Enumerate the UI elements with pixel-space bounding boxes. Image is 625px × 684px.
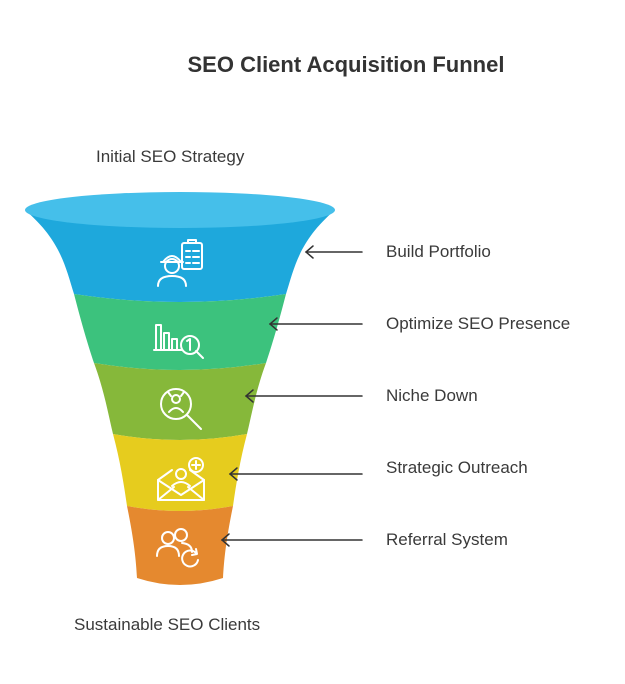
- diagram-title: SEO Client Acquisition Funnel: [187, 52, 505, 77]
- target-search-icon: [160, 388, 202, 430]
- stage-arrows: [220, 245, 363, 547]
- arrow-stage-4: [228, 467, 363, 481]
- stage-label-build-portfolio: Build Portfolio: [386, 242, 491, 261]
- chart-magnifier-icon: [153, 324, 204, 359]
- funnel-stage-1-rim: [25, 192, 335, 228]
- stage-label-optimize-seo-presence: Optimize SEO Presence: [386, 314, 571, 333]
- users-refresh-icon: [156, 528, 199, 568]
- funnel-stage-2: [74, 294, 286, 370]
- arrow-stage-5: [220, 533, 363, 547]
- funnel-stage-4-shape: [113, 434, 247, 511]
- stage-label-niche-down: Niche Down: [386, 386, 478, 405]
- funnel-bottom-label: Sustainable SEO Clients: [74, 615, 261, 634]
- stage-label-referral-system: Referral System: [386, 530, 508, 549]
- worker-clipboard-icon: [157, 239, 203, 287]
- arrow-stage-2: [268, 317, 363, 331]
- envelope-person-icon: [157, 457, 205, 501]
- funnel-stage-5-shape: [127, 506, 233, 585]
- funnel-stage-1-shape: [25, 210, 335, 302]
- funnel-stage-2-shape: [74, 294, 286, 370]
- funnel-top-label: Initial SEO Strategy: [96, 147, 245, 166]
- arrow-stage-3: [244, 389, 363, 403]
- stage-label-strategic-outreach: Strategic Outreach: [386, 458, 528, 477]
- arrow-stage-1: [304, 245, 363, 259]
- funnel-stage-5: [127, 506, 233, 585]
- funnel-stage-4: [113, 434, 247, 511]
- funnel-stage-1: [25, 192, 335, 302]
